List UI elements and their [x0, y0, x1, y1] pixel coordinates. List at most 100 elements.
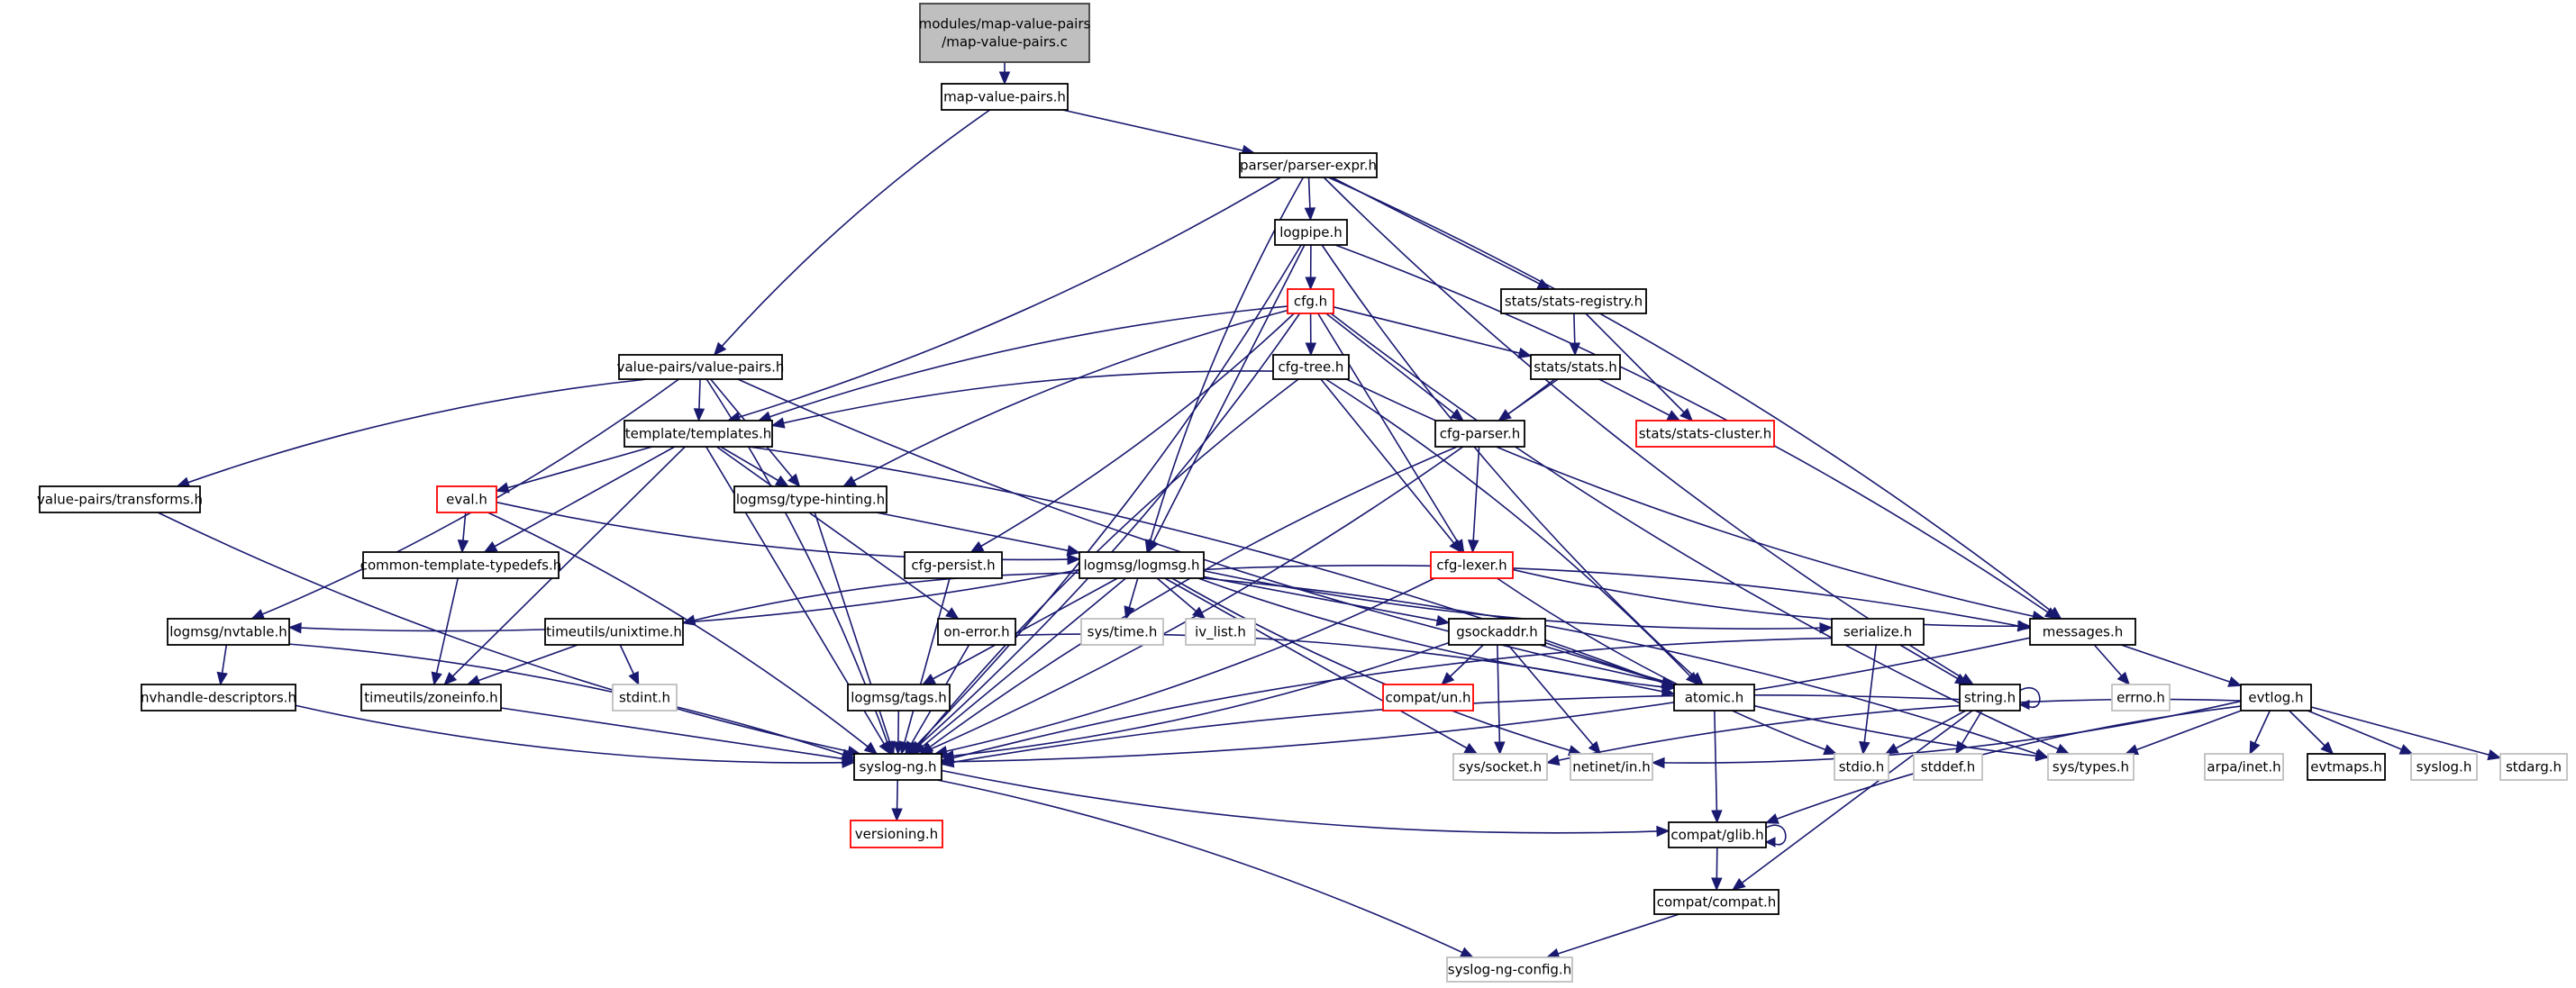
node-sys_time[interactable]: sys/time.h	[1080, 618, 1164, 646]
node-stdio[interactable]: stdio.h	[1834, 753, 1889, 781]
node-compat_compat[interactable]: compat/compat.h	[1653, 889, 1780, 915]
edge-logpipe-to-cfg	[1305, 244, 1316, 291]
node-box	[362, 551, 560, 579]
node-root[interactable]: modules/map-value-pairs/map-value-pairs.…	[919, 3, 1091, 63]
edge-logmsg-to-messages	[1203, 564, 2032, 631]
node-label: logmsg/tags.h	[851, 690, 947, 706]
edge-cfg-to-cfg_persist	[969, 313, 1295, 553]
node-messages[interactable]: messages.h	[2029, 618, 2136, 646]
node-box	[2499, 753, 2568, 781]
node-compat_glib[interactable]: compat/glib.h	[1668, 821, 1767, 848]
node-gsockaddr[interactable]: gsockaddr.h	[1448, 618, 1546, 646]
node-sys_socket[interactable]: sys/socket.h	[1452, 753, 1548, 781]
edge-parser_expr-to-logpipe	[1304, 177, 1316, 222]
node-atomic[interactable]: atomic.h	[1673, 684, 1755, 712]
node-cfg_persist[interactable]: cfg-persist.h	[904, 551, 1003, 579]
node-cfg_parser[interactable]: cfg-parser.h	[1434, 420, 1525, 448]
edge-evtlog-to-compat_glib	[1764, 705, 2242, 824]
edge-cfg_tree-to-templates	[770, 370, 1274, 429]
edge-messages-to-errno	[2093, 644, 2131, 685]
node-templates[interactable]: template/templates.h	[624, 420, 773, 448]
node-stats_cluster[interactable]: stats/stats-cluster.h	[1635, 420, 1775, 448]
node-mvp_h[interactable]: map-value-pairs.h	[941, 83, 1069, 111]
edge-stats_registry-to-stats_cluster	[1585, 313, 1694, 421]
edge-messages-to-evtlog	[2120, 644, 2243, 687]
edge-value_pairs-to-transforms	[176, 378, 648, 488]
node-box	[1653, 889, 1780, 915]
node-box	[1274, 219, 1348, 246]
edge-syslog_ng-to-versioning	[891, 779, 903, 822]
node-eval[interactable]: eval.h	[436, 485, 497, 513]
edge-serialize-to-string	[1899, 644, 1969, 685]
node-netinet_in[interactable]: netinet/in.h	[1570, 753, 1653, 781]
node-box	[1668, 821, 1767, 848]
node-ctt[interactable]: common-template-typedefs.h	[360, 551, 562, 579]
edge-evtlog-to-sys_types	[2124, 710, 2242, 756]
node-label: /map-value-pairs.c	[942, 34, 1068, 50]
edge-string-to-compat_compat	[1732, 710, 1973, 891]
node-transforms[interactable]: value-pairs/transforms.h	[37, 485, 203, 513]
node-type_hinting[interactable]: logmsg/type-hinting.h	[733, 485, 887, 513]
node-compat_un[interactable]: compat/un.h	[1382, 684, 1474, 712]
node-box	[167, 618, 290, 646]
node-serialize[interactable]: serialize.h	[1831, 618, 1925, 646]
node-label: versioning.h	[855, 826, 938, 842]
node-box	[2111, 684, 2171, 712]
node-box	[1635, 420, 1775, 448]
node-zoneinfo[interactable]: timeutils/zoneinfo.h	[360, 684, 502, 712]
node-nvhandle[interactable]: nvhandle-descriptors.h	[141, 684, 296, 712]
node-evtlog[interactable]: evtlog.h	[2240, 684, 2312, 712]
node-stats[interactable]: stats/stats.h	[1530, 354, 1621, 380]
node-label: modules/map-value-pairs	[919, 16, 1091, 32]
node-on_error[interactable]: on-error.h	[937, 618, 1016, 646]
node-cfg[interactable]: cfg.h	[1287, 288, 1334, 314]
node-string[interactable]: string.h	[1959, 684, 2021, 712]
node-box	[1080, 618, 1164, 646]
node-nvtable[interactable]: logmsg/nvtable.h	[167, 618, 290, 646]
node-sys_types[interactable]: sys/types.h	[2047, 753, 2135, 781]
node-box	[2240, 684, 2312, 712]
node-unixtime[interactable]: timeutils/unixtime.h	[544, 618, 684, 646]
node-syslog_h[interactable]: syslog.h	[2410, 753, 2478, 781]
edge-logmsg-to-iv_list	[1156, 577, 1206, 620]
node-stddef[interactable]: stddef.h	[1913, 753, 1983, 781]
node-label: errno.h	[2116, 690, 2165, 706]
node-value_pairs[interactable]: value-pairs/value-pairs.h	[617, 354, 785, 380]
node-evtmaps[interactable]: evtmaps.h	[2307, 753, 2386, 781]
node-label: sys/time.h	[1088, 624, 1158, 640]
node-errno[interactable]: errno.h	[2111, 684, 2171, 712]
node-box	[2307, 753, 2386, 781]
node-stdarg[interactable]: stdarg.h	[2499, 753, 2568, 781]
node-box	[39, 485, 201, 513]
edge-type_hinting-to-syslog_ng	[814, 512, 896, 756]
node-logmsg[interactable]: logmsg/logmsg.h	[1079, 551, 1205, 579]
edge-compat_compat-to-syslog_ng_config	[1545, 913, 1679, 959]
edge-templates-to-ctt	[483, 446, 676, 553]
node-parser_expr[interactable]: parser/parser-expr.h	[1239, 152, 1378, 178]
node-label: gsockaddr.h	[1456, 624, 1537, 640]
node-arpa_inet[interactable]: arpa/inet.h	[2204, 753, 2284, 781]
node-box	[850, 820, 943, 848]
node-cfg_lexer[interactable]: cfg-lexer.h	[1430, 551, 1514, 579]
node-logpipe[interactable]: logpipe.h	[1274, 219, 1348, 246]
node-label: iv_list.h	[1195, 624, 1246, 641]
node-syslog_ng[interactable]: syslog-ng.h	[853, 753, 942, 781]
node-box	[612, 684, 678, 712]
node-syslog_ng_config[interactable]: syslog-ng-config.h	[1446, 956, 1573, 983]
edge-logpipe-to-syslog_ng	[906, 244, 1302, 755]
node-iv_list[interactable]: iv_list.h	[1185, 618, 1256, 646]
node-box	[1831, 618, 1925, 646]
node-box	[1430, 551, 1514, 579]
node-label: common-template-typedefs.h	[360, 557, 562, 574]
edge-compat_glib-to-compat_glib	[1764, 824, 1787, 848]
node-box	[1448, 618, 1546, 646]
node-cfg_tree[interactable]: cfg-tree.h	[1272, 354, 1350, 380]
node-tags[interactable]: logmsg/tags.h	[847, 684, 951, 712]
node-stdint[interactable]: stdint.h	[612, 684, 678, 712]
node-box	[853, 753, 942, 781]
node-box	[2047, 753, 2135, 781]
node-stats_registry[interactable]: stats/stats-registry.h	[1500, 288, 1647, 314]
edge-cfg_parser-to-syslog_ng	[919, 446, 1458, 755]
node-versioning[interactable]: versioning.h	[850, 820, 943, 848]
node-box	[904, 551, 1003, 579]
